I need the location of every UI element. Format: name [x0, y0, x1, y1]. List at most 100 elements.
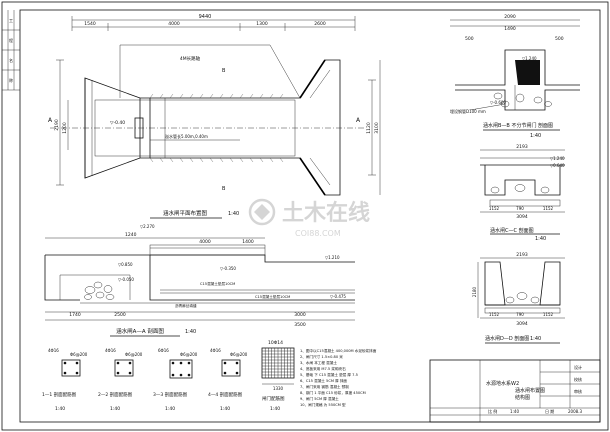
tb-drawing-name-2: 结构图 [515, 394, 530, 401]
note-3: 3、水闸 本工程 混凝土 [300, 360, 337, 365]
detail-1-scale: 1:40 [55, 406, 65, 412]
aa-note-3: C15混凝土垫层10CM [255, 294, 290, 299]
plan-dim-1: 1540 [84, 21, 96, 27]
tb-scale-label: 比 例 [488, 408, 497, 414]
aa-dim-top-3: 1400 [242, 239, 254, 245]
note-6: 6、C15 混凝土 5CM 厚 抹面 [300, 378, 347, 383]
section-cc: 2193 ▽1.240 ▽0.640 1152 790 1152 3094 涵水… [480, 144, 565, 242]
cc-elev-1: ▽1.240 [550, 156, 565, 161]
tb-project: 水源地水系W2 [486, 380, 519, 387]
aa-dim-bottom-2: 2500 [114, 312, 126, 318]
dd-dim-top: 2193 [516, 252, 528, 258]
aa-elev-2: ▽1.210 [325, 255, 340, 260]
aa-dim-bottom-4: 3500 [294, 322, 306, 328]
aa-note-2: 沥青麻丝填缝 [175, 303, 197, 308]
section-bb: 2090 1490 500 500 ▽1.240 ▽-0.600 埋设钢管D10… [450, 14, 580, 139]
tb-scale-value: 1:40 [510, 409, 519, 414]
bb-dim-1: 2090 [504, 14, 516, 20]
bb-dim-2: 1490 [504, 26, 516, 32]
aa-dim-bottom-3: 3000 [294, 312, 306, 318]
section-aa: 1240 4000 1400 ▽2.270 ▽1.210 ▽0.850 ▽-0.… [44, 224, 355, 337]
cc-title: 涵水闸C—C 剖面图 [490, 227, 534, 234]
cc-dim-top: 2193 [516, 144, 528, 150]
detail-1-ring: Φ6@200 [70, 352, 88, 357]
cc-elev-2: ▽0.640 [550, 163, 565, 168]
tb-row-1: 设计 [574, 364, 582, 370]
tb-drawing-name: 涵水闸布置图 [515, 387, 545, 394]
detail-3: 6Φ16 Φ6@200 3—3 剖面配筋图 1:40 [153, 348, 198, 412]
tb-date-value: 2008.3 [568, 409, 582, 414]
bb-dim-4: 500 [555, 36, 564, 42]
cc-dim-2: 790 [516, 206, 524, 211]
note-2: 2、闸门尺寸 1.5×0.80 米 [300, 354, 343, 359]
bb-elev-1: ▽1.240 [522, 56, 537, 61]
detail-4-scale: 1:40 [220, 406, 230, 412]
aa-elev-5: ▽-0.475 [330, 294, 346, 299]
aa-title: 涵水闸A—A 剖面图 [116, 327, 164, 335]
detail-4-bar: 4Φ16 [210, 348, 221, 353]
binding-strip: 工 程 名 称 [2, 10, 20, 91]
watermark-logo-icon [248, 198, 276, 226]
watermark: 土木在线 COI88.COM [248, 198, 370, 238]
aa-scale: 1:40 [185, 329, 196, 335]
bb-elev-2: ▽-0.600 [490, 100, 506, 105]
watermark-brand: 土木在线 [282, 200, 370, 226]
note-9: 9、闸门 5CM 厚 混凝土 [300, 396, 339, 401]
aa-elev-6: ▽-0.350 [220, 266, 236, 271]
aa-note-1: C15混凝土垫层10CM [200, 281, 235, 286]
detail-3-scale: 1:40 [165, 406, 175, 412]
grate-dim: 1330 [273, 386, 284, 391]
tb-row-3: 审核 [574, 388, 582, 394]
plan-title: 涵水闸平面布置图 [163, 209, 208, 217]
detail-4-ring: Φ6@200 [230, 352, 248, 357]
dd-dim-total: 3094 [516, 321, 528, 327]
dd-dim-1: 1152 [489, 312, 500, 317]
detail-2-ring: Φ6@200 [125, 352, 143, 357]
aa-dim-bottom-1: 1740 [69, 312, 81, 318]
detail-3-bar: 6Φ16 [158, 348, 169, 353]
strip-text-4: 称 [9, 77, 13, 83]
general-notes: 1、图中以C15混凝土 400,000M 水泥砂浆抹面 2、闸门尺寸 1.5×0… [300, 348, 377, 407]
bb-note: 埋设钢管D100 mm [450, 108, 486, 114]
tb-row-2: 校核 [574, 376, 582, 382]
section-dd: 2193 2180 1152 790 1152 3094 涵水闸D—D 剖面图 … [472, 252, 565, 344]
plan-elev: ▽-0.40 [110, 120, 125, 126]
note-10: 10、闸门规格 为 550CM 型 [300, 402, 346, 407]
plan-dim-4: 2600 [314, 21, 326, 27]
tb-date-label: 日 期 [545, 408, 554, 414]
cc-dim-1: 1152 [489, 206, 500, 211]
plan-section-a-right: A [356, 117, 361, 124]
note-1: 1、图中以C15混凝土 400,000M 水泥砂浆抹面 [300, 348, 377, 353]
strip-text-1: 工 [9, 18, 13, 23]
cc-scale: 1:40 [535, 236, 546, 242]
dd-side-dim: 2180 [472, 286, 477, 297]
plan-scale: 1:40 [228, 211, 239, 217]
bb-title: 涵水闸B—B 不分节闸门 剖面图 [483, 122, 553, 129]
note-7: 7、闸门采用 钢筋 混凝土 预制 [300, 384, 349, 389]
cc-dim-3: 1152 [543, 206, 554, 211]
aa-elev-1: ▽2.270 [140, 224, 155, 229]
detail-3-ring: Φ6@200 [180, 352, 198, 357]
bb-scale: 1:40 [530, 133, 541, 139]
bb-dim-3: 500 [465, 36, 474, 42]
detail-2-bar: 4Φ16 [105, 348, 116, 353]
aa-elev-4: ▽-0.050 [118, 277, 134, 282]
note-8: 8、钢门 1 平面 C15 砂浆，厚度 450CM [300, 390, 366, 395]
plan-pipe-note: 溢水管长5.00m,0.40m [165, 133, 208, 139]
strip-text-2: 程 [9, 37, 13, 43]
plan-slope-label: 4M长路轴 [180, 55, 201, 62]
watermark-url: COI88.COM [295, 229, 341, 238]
dd-dim-3: 1152 [543, 312, 554, 317]
gate-grate: 10Φ14 1330 闸门配筋图 1:40 [261, 340, 295, 412]
plan-dim-total: 9440 [199, 14, 212, 20]
strip-text-3: 名 [9, 57, 13, 63]
plan-section-b-top: B [222, 68, 226, 74]
plan-section-a-left: A [48, 117, 53, 124]
grate-bar: 10Φ14 [268, 340, 283, 346]
dd-title: 涵水闸D—D 剖面图 [485, 335, 529, 342]
dd-scale: 1:40 [530, 336, 541, 342]
grate-title: 闸门配筋图 [262, 395, 285, 402]
aa-dim-top-1: 1240 [125, 232, 137, 238]
drawing-frame [19, 9, 601, 423]
